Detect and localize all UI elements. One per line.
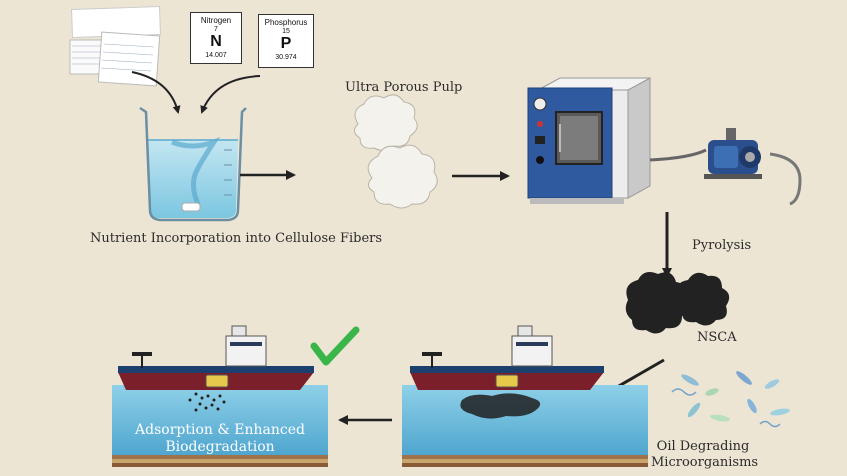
vacuum-hose [649, 148, 707, 162]
char-icon [625, 272, 730, 334]
arrow-paper-to-beaker [131, 71, 181, 114]
vacuum-pump-icon [704, 128, 762, 179]
phosphorus-element-tile: Phosphorus 15 P 30.974 [258, 14, 314, 68]
element-mass: 30.974 [275, 54, 297, 61]
element-name: Nitrogen [200, 16, 232, 25]
pulp-icon [354, 94, 438, 209]
ship-icon [118, 325, 314, 390]
beaker-icon [139, 106, 247, 222]
oil-spill [460, 393, 541, 419]
result-label-line1: Adsorption & Enhanced [135, 422, 305, 438]
nitrogen-element-tile: Nitrogen 7 N 14.007 [190, 12, 242, 64]
microorganism-icon [671, 371, 790, 428]
checkmark-icon [310, 326, 360, 366]
element-symbol: N [210, 33, 222, 50]
element-number: 7 [214, 26, 218, 33]
ship-icon [410, 325, 604, 390]
element-symbol: P [280, 35, 292, 52]
microbes-label-line2: Microorganisms [651, 455, 759, 470]
element-mass: 14.007 [205, 52, 227, 59]
paper-scraps [69, 5, 161, 87]
arrow-elements-to-beaker [200, 75, 261, 114]
nsca-label: NSCA [697, 330, 737, 345]
result-label: Adsorption & Enhanced Biodegradation [112, 422, 328, 456]
microbes-label: Oil Degrading Microorganisms [651, 439, 759, 471]
pulp-label: Ultra Porous Pulp [345, 80, 463, 95]
result-label-line2: Biodegradation [165, 439, 275, 455]
oil-droplets [188, 392, 226, 412]
element-name: Phosphorus [264, 18, 308, 27]
nutrient-label: Nutrient Incorporation into Cellulose Fi… [90, 231, 383, 246]
microbes-label-line1: Oil Degrading [656, 439, 750, 454]
pyrolysis-label: Pyrolysis [692, 238, 752, 253]
element-number: 15 [282, 28, 290, 35]
vacuum-oven-icon [527, 77, 651, 204]
